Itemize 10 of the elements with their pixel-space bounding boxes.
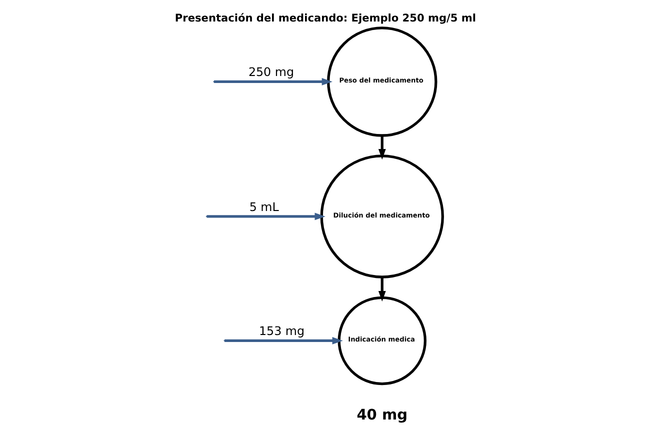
diagram-title: Presentación del medicando: Ejemplo 250 mg/5 ml (174, 12, 476, 24)
arrow (206, 212, 325, 220)
arrow (378, 277, 386, 302)
label: 40 mg (356, 407, 407, 424)
edge-label: 250 mg (248, 65, 294, 80)
edge-label: 5 mL (248, 200, 278, 214)
edge-label: 153 mg (258, 324, 304, 338)
arrow (378, 135, 386, 160)
arrow (224, 337, 342, 344)
arrow (214, 78, 332, 86)
